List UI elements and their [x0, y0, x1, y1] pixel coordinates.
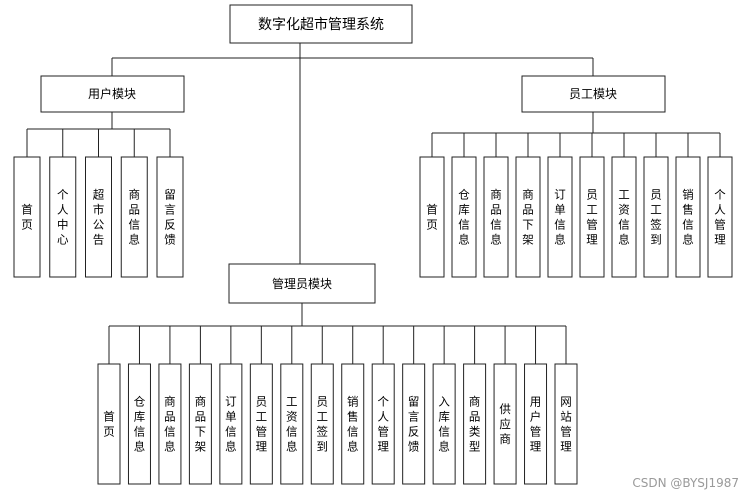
leaf-node: 入库信息 — [432, 363, 456, 485]
leaf-node: 商品信息 — [120, 156, 148, 278]
user-module-node: 用户模块 — [40, 75, 185, 113]
leaf-label: 仓库信息 — [458, 188, 470, 247]
leaf-node: 首页 — [97, 363, 121, 485]
leaf-label: 商品信息 — [129, 188, 141, 247]
admin-module-node: 管理员模块 — [228, 263, 376, 304]
user-module-label: 用户模块 — [88, 86, 136, 101]
leaf-node: 商品类型 — [463, 363, 487, 485]
leaf-label: 销售信息 — [682, 188, 694, 247]
leaf-label: 员工管理 — [256, 395, 268, 454]
leaf-label: 商品信息 — [164, 395, 176, 454]
leaf-node: 员工签到 — [310, 363, 334, 485]
leaf-node: 员工管理 — [249, 363, 273, 485]
root-node: 数字化超市管理系统 — [229, 4, 413, 44]
leaf-node: 商品信息 — [158, 363, 182, 485]
leaf-node: 仓库信息 — [451, 156, 477, 278]
root-label: 数字化超市管理系统 — [258, 16, 384, 33]
staff-module-leaves: 首页 仓库信息 商品信息 商品下架 订单信息 员工管理 工资信息 员工签到 销售信息 个人管理 — [419, 112, 733, 278]
leaf-label: 仓库信息 — [134, 395, 146, 454]
user-module-leaves: 首页 个人中心 超市公告 商品信息 留言反馈 — [13, 112, 184, 278]
leaf-node: 商品下架 — [515, 156, 541, 278]
leaf-label: 个人管理 — [714, 188, 726, 247]
leaf-node: 个人管理 — [371, 363, 395, 485]
leaf-node: 商品下架 — [188, 363, 212, 485]
leaf-label: 员工签到 — [650, 188, 662, 247]
leaf-node: 销售信息 — [341, 363, 365, 485]
leaf-label: 超市公告 — [93, 188, 105, 247]
leaf-label: 首页 — [21, 203, 33, 232]
leaf-label: 留言反馈 — [164, 188, 176, 247]
watermark: CSDN @BYSJ1987 — [632, 476, 739, 490]
leaf-node: 订单信息 — [547, 156, 573, 278]
leaf-node: 员工签到 — [643, 156, 669, 278]
leaf-label: 首页 — [103, 410, 115, 439]
leaf-label: 个人管理 — [377, 395, 389, 454]
leaf-node: 销售信息 — [675, 156, 701, 278]
leaf-label: 订单信息 — [225, 395, 237, 454]
leaf-label: 个人中心 — [57, 188, 69, 247]
root-connectors — [111, 43, 594, 264]
leaf-label: 留言反馈 — [408, 395, 420, 454]
leaf-label: 网站管理 — [560, 395, 572, 454]
leaf-node: 供应商 — [493, 363, 517, 485]
leaf-node: 个人管理 — [707, 156, 733, 278]
leaf-node: 商品信息 — [483, 156, 509, 278]
leaf-label: 员工签到 — [317, 395, 329, 454]
leaf-node: 个人中心 — [49, 156, 77, 278]
leaf-node: 首页 — [419, 156, 445, 278]
admin-module-leaves: 首页 仓库信息 商品信息 商品下架 订单信息 员工管理 工资信息 员工签到 销售信息 个人管理 留言… — [97, 303, 578, 485]
leaf-label: 首页 — [426, 203, 438, 232]
leaf-label: 销售信息 — [347, 395, 359, 454]
leaf-node: 用户管理 — [524, 363, 548, 485]
leaf-label: 供应商 — [499, 402, 511, 446]
leaf-label: 订单信息 — [554, 188, 566, 247]
leaf-node: 订单信息 — [219, 363, 243, 485]
leaf-label: 入库信息 — [438, 395, 450, 454]
leaf-label: 工资信息 — [286, 395, 298, 454]
leaf-node: 工资信息 — [280, 363, 304, 485]
leaf-node: 留言反馈 — [156, 156, 184, 278]
admin-module-label: 管理员模块 — [272, 276, 332, 291]
leaf-node: 仓库信息 — [127, 363, 151, 485]
leaf-label: 员工管理 — [586, 188, 598, 247]
leaf-node: 工资信息 — [611, 156, 637, 278]
leaf-node: 首页 — [13, 156, 41, 278]
staff-module-node: 员工模块 — [521, 75, 666, 113]
staff-module-label: 员工模块 — [569, 87, 617, 101]
leaf-label: 商品下架 — [195, 395, 207, 454]
leaf-node: 员工管理 — [579, 156, 605, 278]
leaf-label: 商品信息 — [490, 188, 502, 247]
leaf-node: 网站管理 — [554, 363, 578, 485]
leaf-label: 工资信息 — [618, 188, 630, 247]
leaf-node: 超市公告 — [85, 156, 112, 278]
leaf-label: 商品下架 — [522, 188, 534, 247]
leaf-label: 商品类型 — [469, 395, 481, 454]
leaf-label: 用户管理 — [530, 395, 542, 454]
leaf-node: 留言反馈 — [402, 363, 426, 485]
